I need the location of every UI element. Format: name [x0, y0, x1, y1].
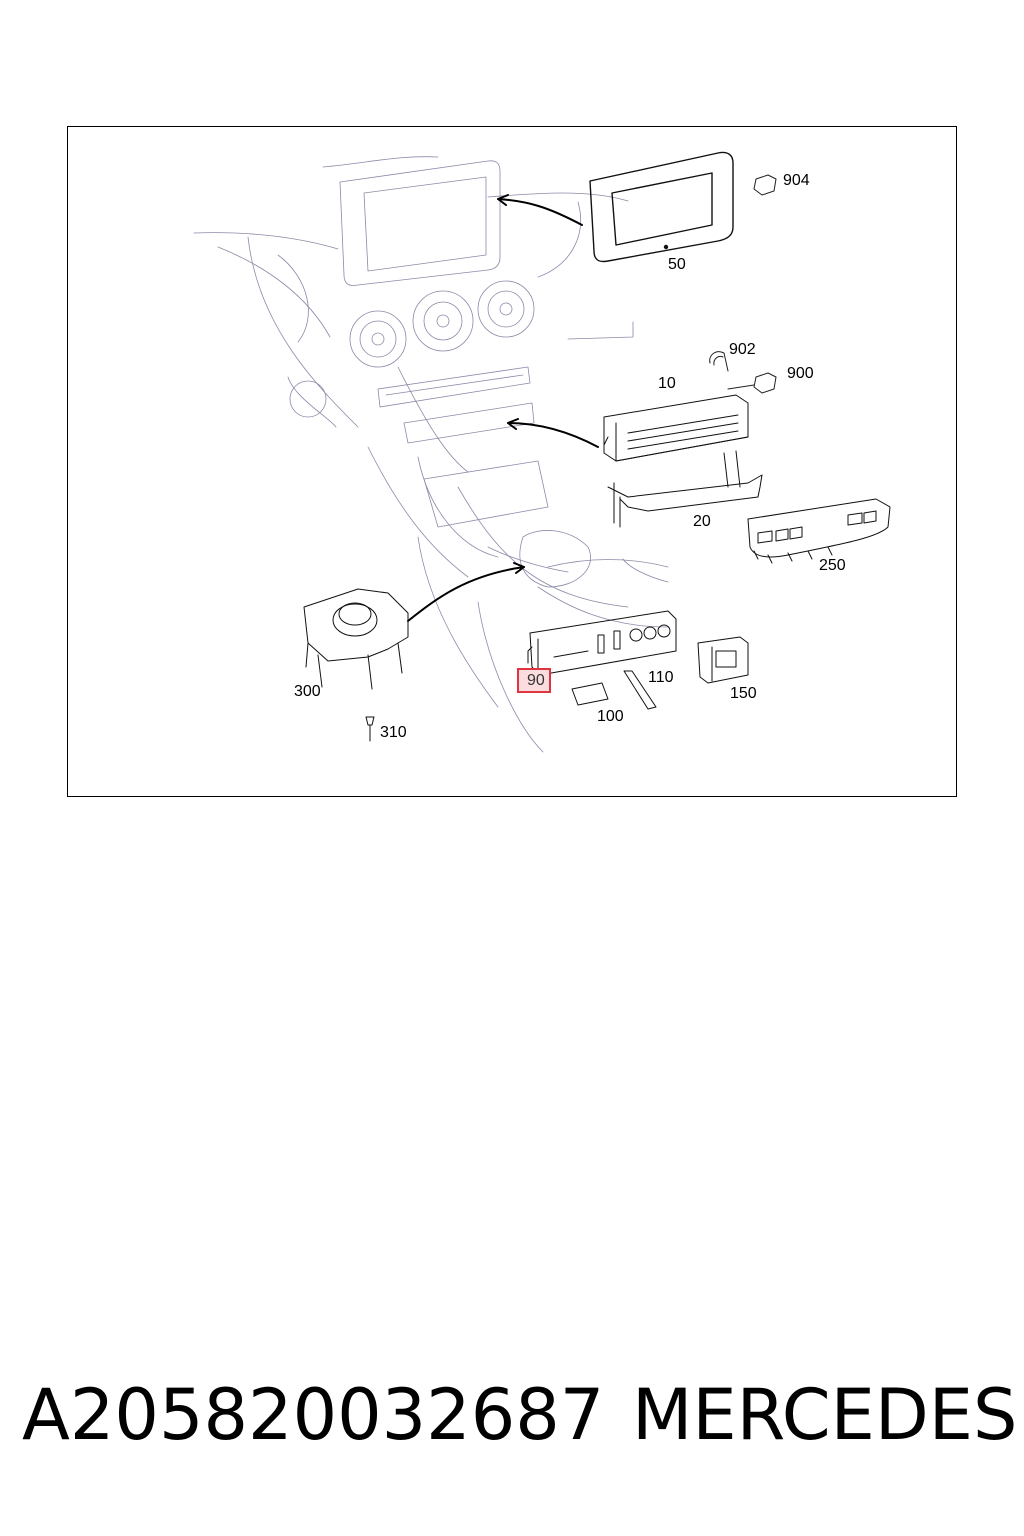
clip-902	[709, 351, 729, 372]
callout-90-highlighted: 90	[517, 668, 551, 693]
control-panel-250	[747, 498, 891, 564]
arrows	[407, 194, 599, 622]
callout-300: 300	[294, 683, 321, 700]
callout-50: 50	[668, 256, 686, 273]
callout-100: 100	[597, 708, 624, 725]
dashboard-outline	[193, 156, 669, 753]
screw-310	[365, 716, 375, 742]
connector-904	[753, 174, 777, 196]
callout-902: 902	[729, 341, 756, 358]
callout-110: 110	[648, 669, 674, 686]
label-part-100	[571, 682, 609, 706]
exploded-parts-diagram: 904 50 902 900 10 20 250 300 90 110 150 …	[67, 126, 957, 797]
insert-part-110	[623, 670, 657, 710]
display-part-50	[589, 151, 734, 263]
part-number-caption: A205820032687	[22, 1374, 605, 1456]
callout-904: 904	[783, 172, 810, 189]
bracket-20	[607, 450, 763, 528]
callout-310: 310	[380, 724, 407, 741]
brand-caption: MERCEDES	[632, 1374, 1018, 1456]
callout-900: 900	[787, 365, 814, 382]
diagram-drawing	[193, 151, 891, 753]
callout-20: 20	[693, 513, 711, 530]
callout-10: 10	[658, 375, 676, 392]
usb-panel-part-90	[527, 610, 677, 676]
gear-module-300	[303, 588, 409, 690]
socket-part-150	[697, 636, 749, 684]
connector-900	[727, 372, 777, 394]
callout-150: 150	[730, 685, 757, 702]
radio-unit-10	[603, 394, 749, 462]
callout-250: 250	[819, 557, 846, 574]
